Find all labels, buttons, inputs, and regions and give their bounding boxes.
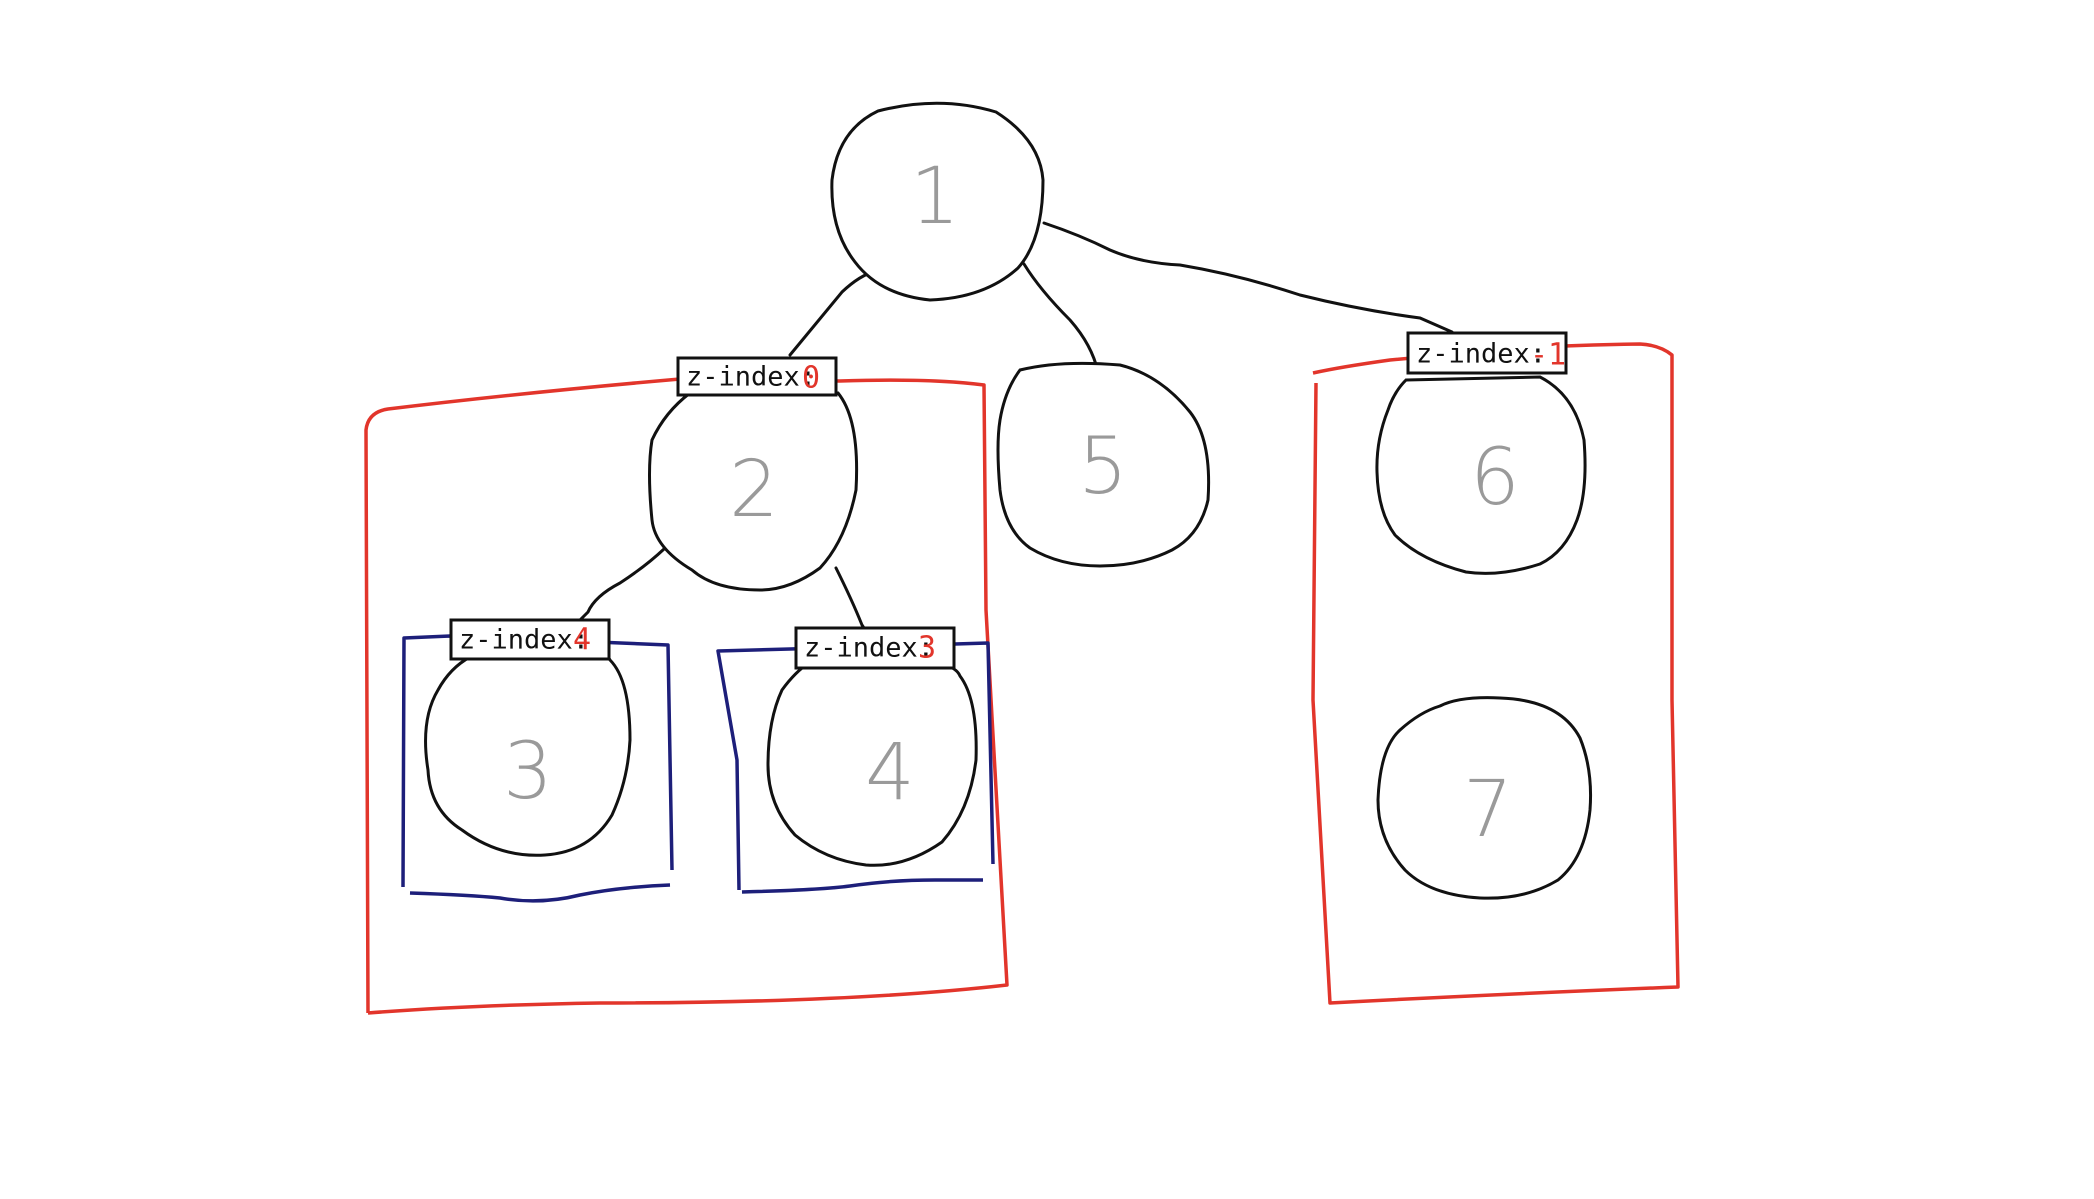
node-label-6: 6 bbox=[1470, 433, 1520, 523]
tree-node-2: 2 bbox=[648, 391, 859, 592]
node-label-3: 3 bbox=[503, 727, 553, 817]
z-index-tag-label: z-index: bbox=[686, 362, 816, 393]
node-label-1: 1 bbox=[910, 152, 960, 242]
node-label-4: 4 bbox=[865, 728, 915, 818]
z-index-tag-node-4: z-index: 3 bbox=[794, 626, 956, 670]
edge-2-4 bbox=[834, 566, 874, 642]
edge-1-2 bbox=[788, 269, 878, 357]
z-index-tag-label: z-index: bbox=[1416, 339, 1546, 370]
z-index-tag-node-2: z-index: 0 bbox=[676, 356, 838, 397]
edge-1-6 bbox=[1042, 221, 1454, 334]
z-index-tag-value: 3 bbox=[918, 631, 936, 666]
z-index-tag-label: z-index: bbox=[804, 633, 934, 664]
node-label-7: 7 bbox=[1463, 765, 1513, 855]
tree-node-7: 7 bbox=[1376, 696, 1593, 900]
stacking-context-node-2 bbox=[364, 377, 1009, 1015]
edge-1-5 bbox=[1022, 262, 1100, 374]
tree-node-5: 5 bbox=[996, 361, 1211, 568]
stacking-context-node-4 bbox=[716, 641, 995, 894]
stacking-context-node-6 bbox=[1311, 342, 1680, 1005]
z-index-tag-value: 4 bbox=[573, 623, 591, 658]
z-index-tag-node-3: z-index: 4 bbox=[449, 618, 611, 661]
tree-node-6: 6 bbox=[1375, 375, 1587, 575]
z-index-tag-value: 0 bbox=[802, 361, 820, 396]
edge-2-3 bbox=[570, 547, 666, 630]
node-label-2: 2 bbox=[729, 445, 779, 535]
tree-node-3: 3 bbox=[424, 646, 632, 857]
node-label-5: 5 bbox=[1078, 422, 1128, 512]
z-index-tag-label: z-index: bbox=[459, 625, 589, 656]
z-index-tag-node-6: z-index: -1 bbox=[1406, 331, 1568, 375]
z-index-tag-value: -1 bbox=[1530, 338, 1566, 373]
tree-node-1: 1 bbox=[830, 101, 1045, 302]
tree-node-4: 4 bbox=[766, 656, 978, 867]
